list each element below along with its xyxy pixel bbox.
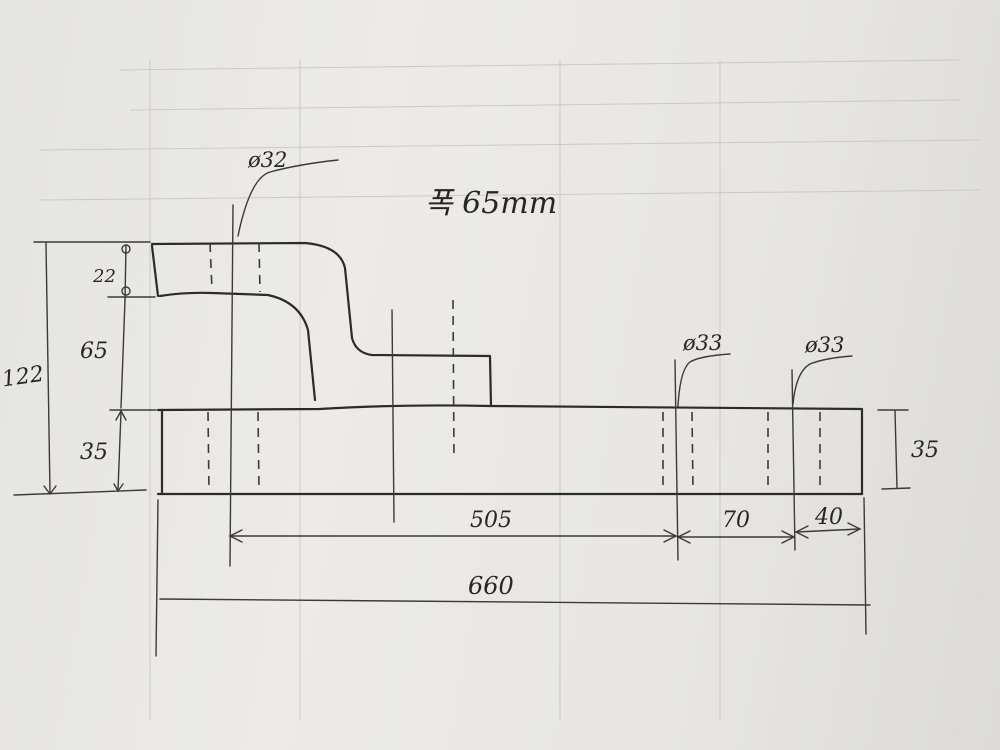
horizontal-dimensions: [155, 497, 871, 657]
hole-a-diameter: ø33: [682, 331, 722, 355]
overall-length-label: 660: [468, 572, 514, 600]
span-505-label: 505: [470, 508, 512, 533]
base-height-left-label: 35: [80, 440, 108, 465]
middle-height-label: 65: [80, 339, 108, 364]
span-70-label: 70: [722, 508, 750, 533]
total-height-label: 122: [0, 362, 45, 393]
span-40-label: 40: [814, 505, 843, 530]
left-hole-diameter: ø32: [247, 148, 287, 172]
vertical-dimensions: [13, 241, 911, 496]
top-thickness-label: 22: [92, 266, 116, 287]
width-note: 폭 65mm: [425, 186, 557, 221]
base-plate-outline: [156, 404, 864, 496]
base-height-right-label: 35: [911, 438, 939, 463]
hole-hidden-lines: [207, 204, 821, 567]
hole-leaders: [237, 159, 853, 407]
upper-arm-outline: [150, 241, 493, 408]
hole-b-diameter: ø33: [804, 333, 844, 357]
paper-show-through: [39, 59, 981, 720]
